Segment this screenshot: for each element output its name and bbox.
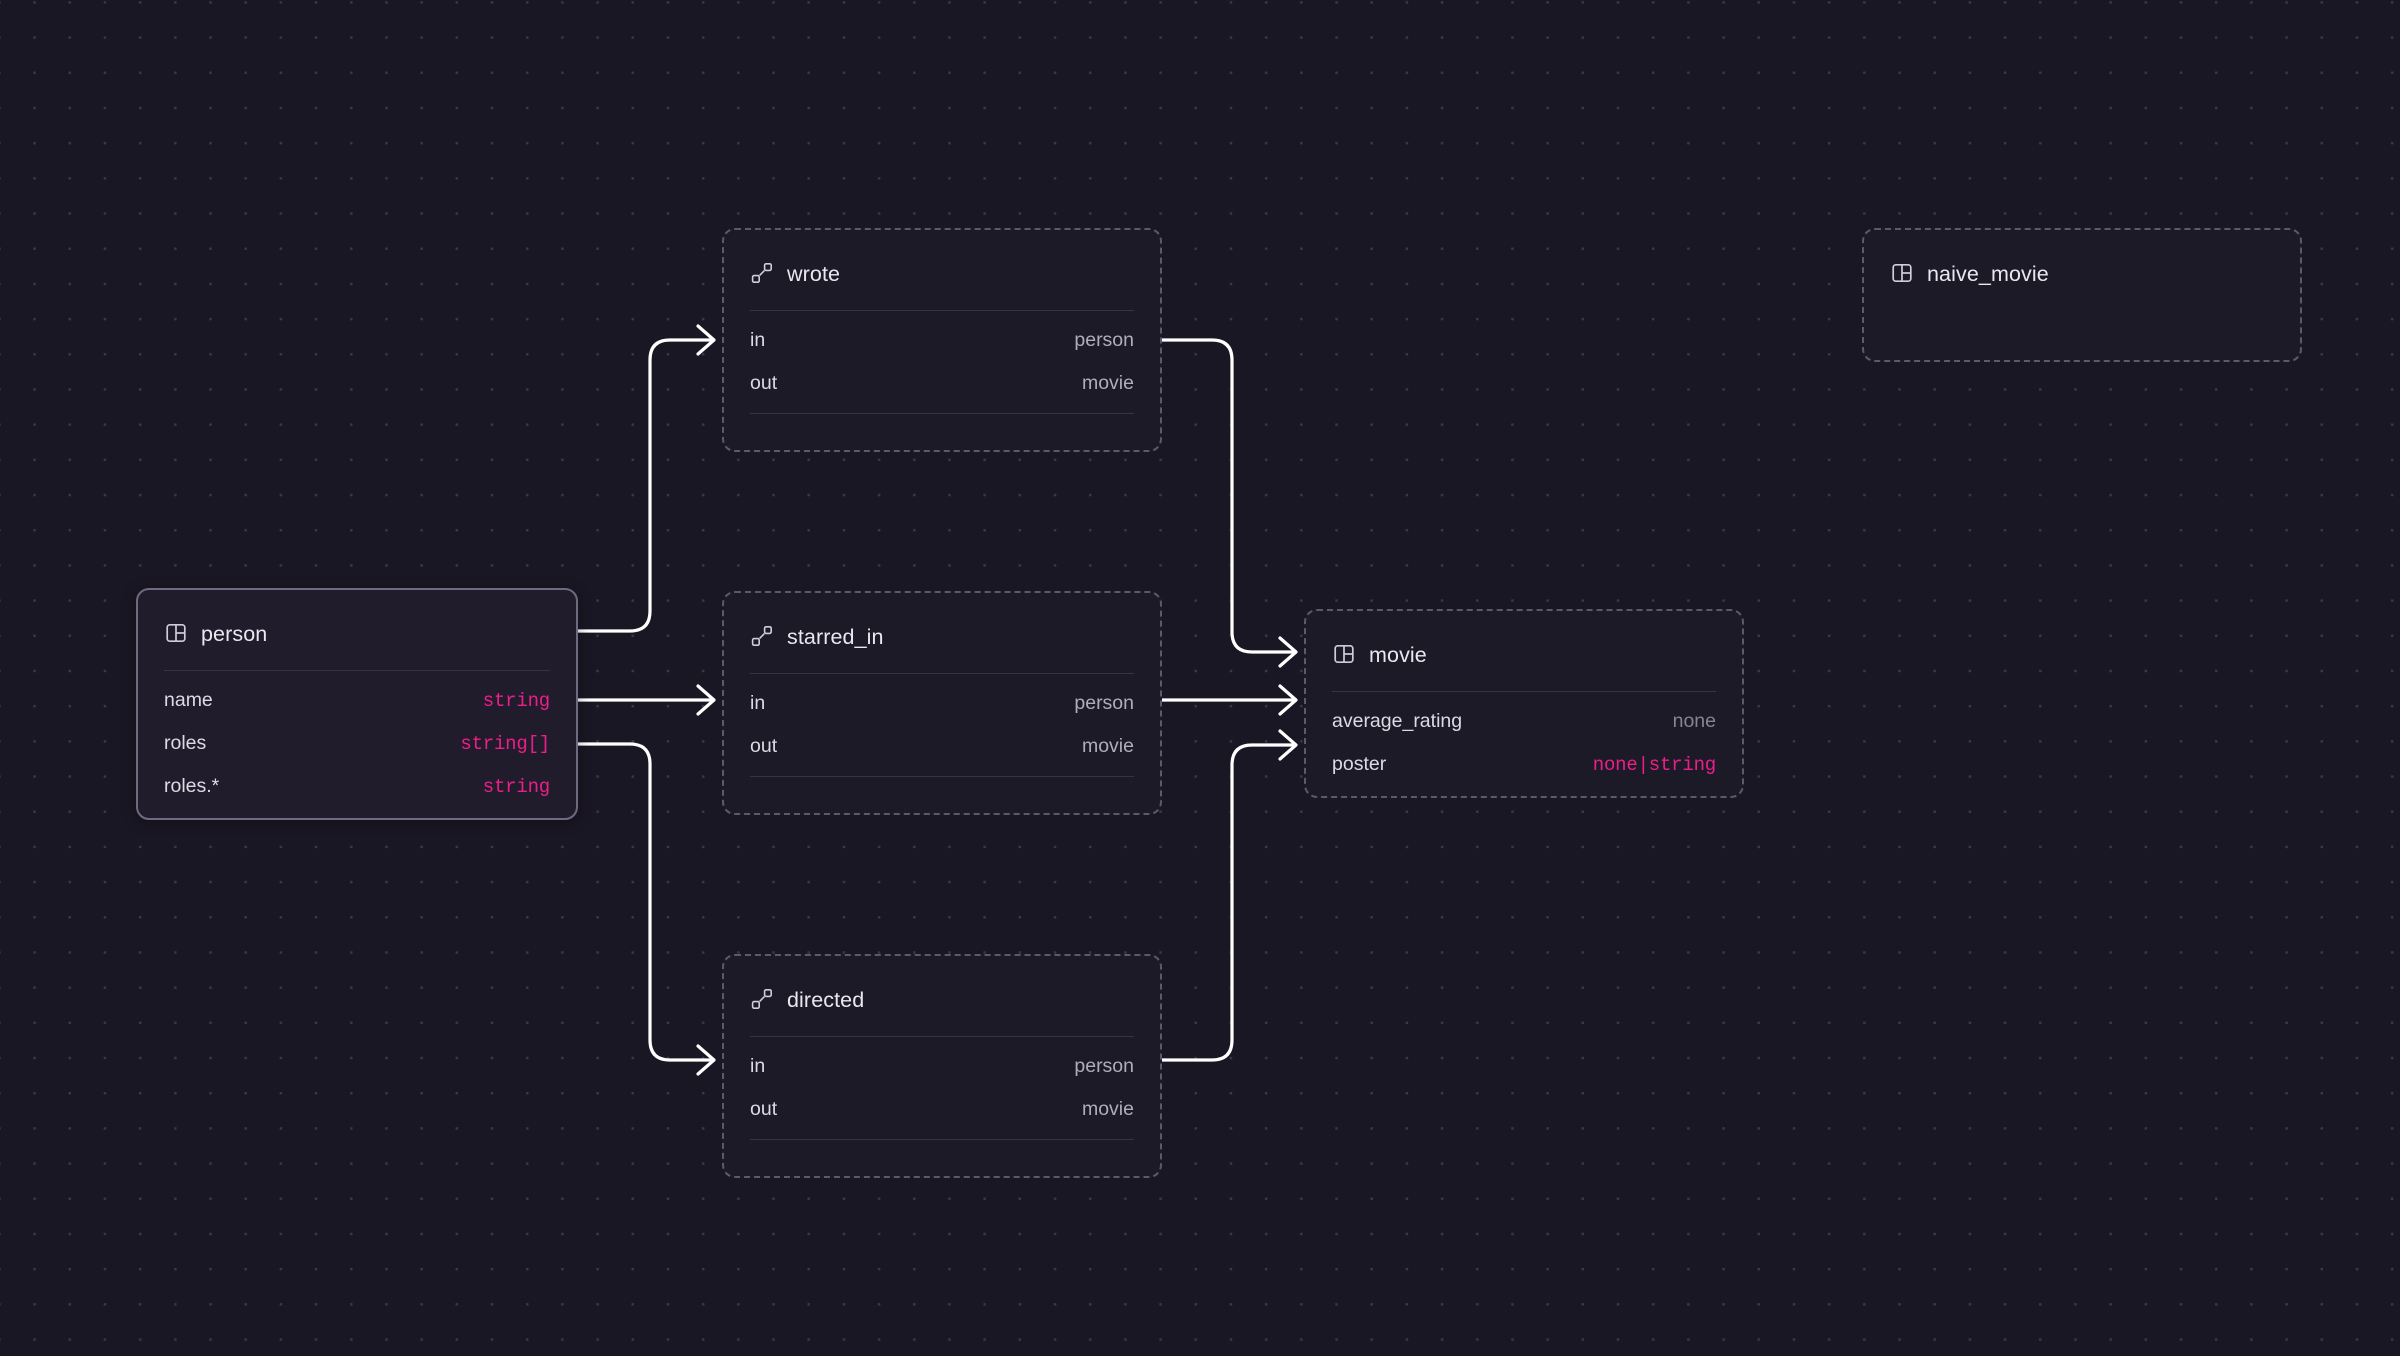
node-header: directed bbox=[724, 956, 1160, 1024]
fields-list: name string roles string[] roles.* strin… bbox=[138, 671, 576, 818]
edge-person-starred_in bbox=[576, 684, 716, 716]
field-type: none bbox=[1672, 710, 1716, 732]
table-icon bbox=[1332, 642, 1356, 671]
field-type: none|string bbox=[1592, 754, 1716, 776]
field-name: average_rating bbox=[1332, 710, 1463, 732]
field-type: person bbox=[1074, 329, 1134, 351]
field-name: roles.* bbox=[164, 775, 220, 797]
table-icon bbox=[1890, 261, 1914, 290]
relation-icon bbox=[750, 624, 774, 653]
node-movie[interactable]: movie average_rating none poster none|st… bbox=[1304, 609, 1744, 798]
footer-divider bbox=[750, 776, 1134, 777]
field-row[interactable]: roles string[] bbox=[164, 722, 550, 765]
field-type: movie bbox=[1081, 1098, 1134, 1120]
field-row[interactable]: roles.* string bbox=[164, 765, 550, 808]
fields-list: average_rating none poster none|string bbox=[1306, 692, 1742, 796]
relation-icon bbox=[750, 261, 774, 290]
node-title: directed bbox=[787, 988, 865, 1013]
field-name: in bbox=[750, 692, 766, 714]
node-naive_movie[interactable]: naive_movie bbox=[1862, 228, 2302, 362]
field-type: movie bbox=[1081, 735, 1134, 757]
edge-person-directed bbox=[576, 742, 716, 1076]
header-divider bbox=[1332, 691, 1716, 692]
field-name: out bbox=[750, 1098, 778, 1120]
node-header: naive_movie bbox=[1864, 230, 2300, 298]
node-starred_in[interactable]: starred_in in person out movie bbox=[722, 591, 1162, 815]
field-name: roles bbox=[164, 732, 207, 754]
field-row[interactable]: out movie bbox=[750, 1088, 1134, 1131]
header-divider bbox=[750, 310, 1134, 311]
table-icon bbox=[164, 621, 188, 650]
field-name: in bbox=[750, 1055, 766, 1077]
node-directed[interactable]: directed in person out movie bbox=[722, 954, 1162, 1178]
node-header: movie bbox=[1306, 611, 1742, 679]
field-type: string bbox=[482, 776, 550, 798]
relation-icon bbox=[750, 987, 774, 1016]
field-row[interactable]: out movie bbox=[750, 725, 1134, 768]
node-footer-spacer bbox=[724, 1140, 1160, 1176]
header-divider bbox=[750, 1036, 1134, 1037]
field-name: out bbox=[750, 372, 778, 394]
node-title: movie bbox=[1369, 643, 1427, 668]
node-title: naive_movie bbox=[1927, 262, 2049, 287]
edge-starred_in-movie bbox=[1158, 684, 1298, 716]
footer-divider bbox=[750, 1139, 1134, 1140]
field-row[interactable]: name string bbox=[164, 679, 550, 722]
node-footer-spacer bbox=[724, 414, 1160, 450]
fields-list: in person out movie bbox=[724, 311, 1160, 405]
field-row[interactable]: in person bbox=[750, 319, 1134, 362]
field-row[interactable]: in person bbox=[750, 1045, 1134, 1088]
field-name: out bbox=[750, 735, 778, 757]
fields-list: in person out movie bbox=[724, 674, 1160, 768]
node-header: wrote bbox=[724, 230, 1160, 298]
edge-directed-movie bbox=[1158, 729, 1298, 1062]
field-row[interactable]: out movie bbox=[750, 362, 1134, 405]
edge-wrote-movie bbox=[1158, 338, 1298, 668]
node-title: person bbox=[201, 622, 268, 647]
field-type: person bbox=[1074, 1055, 1134, 1077]
header-divider bbox=[750, 673, 1134, 674]
node-title: starred_in bbox=[787, 625, 884, 650]
node-header: person bbox=[138, 590, 576, 658]
node-wrote[interactable]: wrote in person out movie bbox=[722, 228, 1162, 452]
node-footer-spacer bbox=[724, 777, 1160, 813]
field-name: in bbox=[750, 329, 766, 351]
field-type: movie bbox=[1081, 372, 1134, 394]
node-person[interactable]: person name string roles string[] roles.… bbox=[136, 588, 578, 820]
field-row[interactable]: in person bbox=[750, 682, 1134, 725]
field-row[interactable]: poster none|string bbox=[1332, 743, 1716, 786]
empty-fields-area bbox=[1864, 298, 2300, 360]
field-name: name bbox=[164, 689, 213, 711]
field-name: poster bbox=[1332, 753, 1387, 775]
node-header: starred_in bbox=[724, 593, 1160, 661]
field-type: person bbox=[1074, 692, 1134, 714]
header-divider bbox=[164, 670, 550, 671]
field-type: string bbox=[482, 690, 550, 712]
node-title: wrote bbox=[787, 262, 841, 287]
edge-person-wrote bbox=[576, 324, 716, 633]
fields-list: in person out movie bbox=[724, 1037, 1160, 1131]
field-row[interactable]: average_rating none bbox=[1332, 700, 1716, 743]
field-type: string[] bbox=[460, 733, 550, 755]
footer-divider bbox=[750, 413, 1134, 414]
